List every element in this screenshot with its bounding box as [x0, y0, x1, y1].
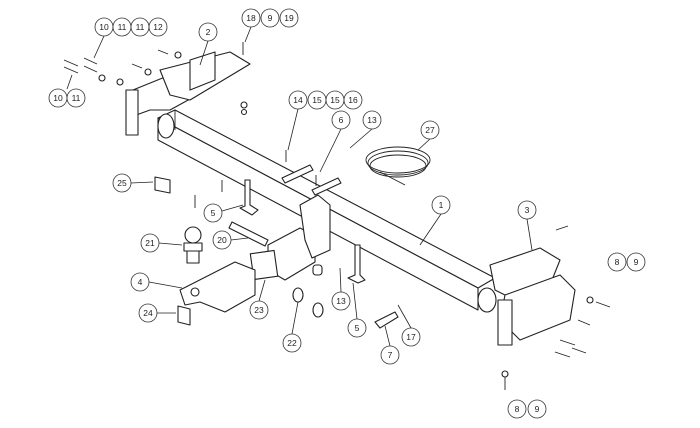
svg-text:9: 9	[268, 13, 273, 23]
callout-27: 27	[420, 120, 440, 140]
callout-14: 14	[288, 90, 308, 110]
svg-text:1: 1	[439, 200, 444, 210]
svg-text:5: 5	[211, 208, 216, 218]
callout-9: 9	[527, 399, 547, 419]
svg-text:23: 23	[254, 305, 264, 315]
callout-15: 15	[325, 90, 345, 110]
svg-text:21: 21	[145, 238, 155, 248]
svg-text:13: 13	[367, 115, 377, 125]
callout-9: 9	[626, 252, 646, 272]
svg-text:19: 19	[284, 13, 294, 23]
callout-13: 13	[331, 291, 351, 311]
callout-16: 16	[343, 90, 363, 110]
svg-text:15: 15	[312, 95, 322, 105]
leader-lines	[66, 26, 533, 347]
callout-10: 10	[48, 88, 68, 108]
svg-text:27: 27	[425, 125, 435, 135]
side-bracket	[239, 179, 259, 216]
callout-11: 11	[130, 17, 150, 37]
wiring-cable-coil	[365, 146, 431, 186]
svg-text:9: 9	[535, 404, 540, 414]
left-mounting-bracket	[125, 51, 251, 136]
svg-text:6: 6	[339, 115, 344, 125]
svg-text:9: 9	[634, 257, 639, 267]
svg-text:12: 12	[153, 22, 163, 32]
callout-8: 8	[507, 399, 527, 419]
svg-text:17: 17	[406, 332, 416, 342]
svg-text:3: 3	[525, 205, 530, 215]
side-bracket	[347, 244, 366, 284]
callout-24: 24	[138, 303, 158, 323]
callout-19: 19	[279, 8, 299, 28]
svg-text:16: 16	[348, 95, 358, 105]
callout-3: 3	[517, 200, 537, 220]
tow-ball	[183, 226, 203, 264]
callout-10: 10	[94, 17, 114, 37]
reinforcement-plate	[281, 164, 314, 184]
svg-text:10: 10	[53, 93, 63, 103]
svg-text:11: 11	[136, 22, 145, 32]
callout-7: 7	[380, 345, 400, 365]
svg-text:11: 11	[118, 22, 127, 32]
bolts	[63, 42, 611, 390]
svg-text:4: 4	[138, 277, 143, 287]
callout-2: 2	[198, 22, 218, 42]
callout-17: 17	[401, 327, 421, 347]
callout-21: 21	[140, 233, 160, 253]
callout-15: 15	[307, 90, 327, 110]
drawbar	[179, 261, 256, 313]
right-mounting-bracket	[489, 247, 576, 346]
svg-text:11: 11	[72, 93, 81, 103]
svg-text:13: 13	[336, 296, 346, 306]
callout-11: 11	[112, 17, 132, 37]
callout-5: 5	[347, 318, 367, 338]
svg-text:7: 7	[388, 350, 393, 360]
svg-text:10: 10	[99, 22, 109, 32]
svg-text:25: 25	[117, 178, 127, 188]
callout-4: 4	[130, 272, 150, 292]
callout-9: 9	[260, 8, 280, 28]
label-plate	[177, 305, 191, 326]
callout-23: 23	[249, 300, 269, 320]
svg-text:20: 20	[217, 235, 227, 245]
receiver-box	[249, 194, 331, 281]
svg-text:8: 8	[615, 257, 620, 267]
spacer	[312, 264, 323, 276]
svg-text:2: 2	[206, 27, 211, 37]
callout-6: 6	[331, 110, 351, 130]
svg-text:24: 24	[143, 308, 153, 318]
callout-22: 22	[282, 333, 302, 353]
reinforcement-plate	[311, 177, 342, 196]
svg-text:22: 22	[287, 338, 297, 348]
callout-13: 13	[362, 110, 382, 130]
svg-text:14: 14	[293, 95, 303, 105]
callout-18: 18	[241, 8, 261, 28]
callout-25: 25	[112, 173, 132, 193]
svg-text:5: 5	[355, 323, 360, 333]
callout-8: 8	[607, 252, 627, 272]
callout-1: 1	[431, 195, 451, 215]
svg-text:18: 18	[246, 13, 256, 23]
callout-12: 12	[148, 17, 168, 37]
callout-11: 11	[66, 88, 86, 108]
callout-5: 5	[203, 203, 223, 223]
callout-20: 20	[212, 230, 232, 250]
label-plate	[154, 176, 171, 194]
wiring-bracket	[374, 311, 399, 329]
svg-text:15: 15	[330, 95, 340, 105]
svg-text:8: 8	[515, 404, 520, 414]
hitch-pin	[228, 221, 269, 247]
